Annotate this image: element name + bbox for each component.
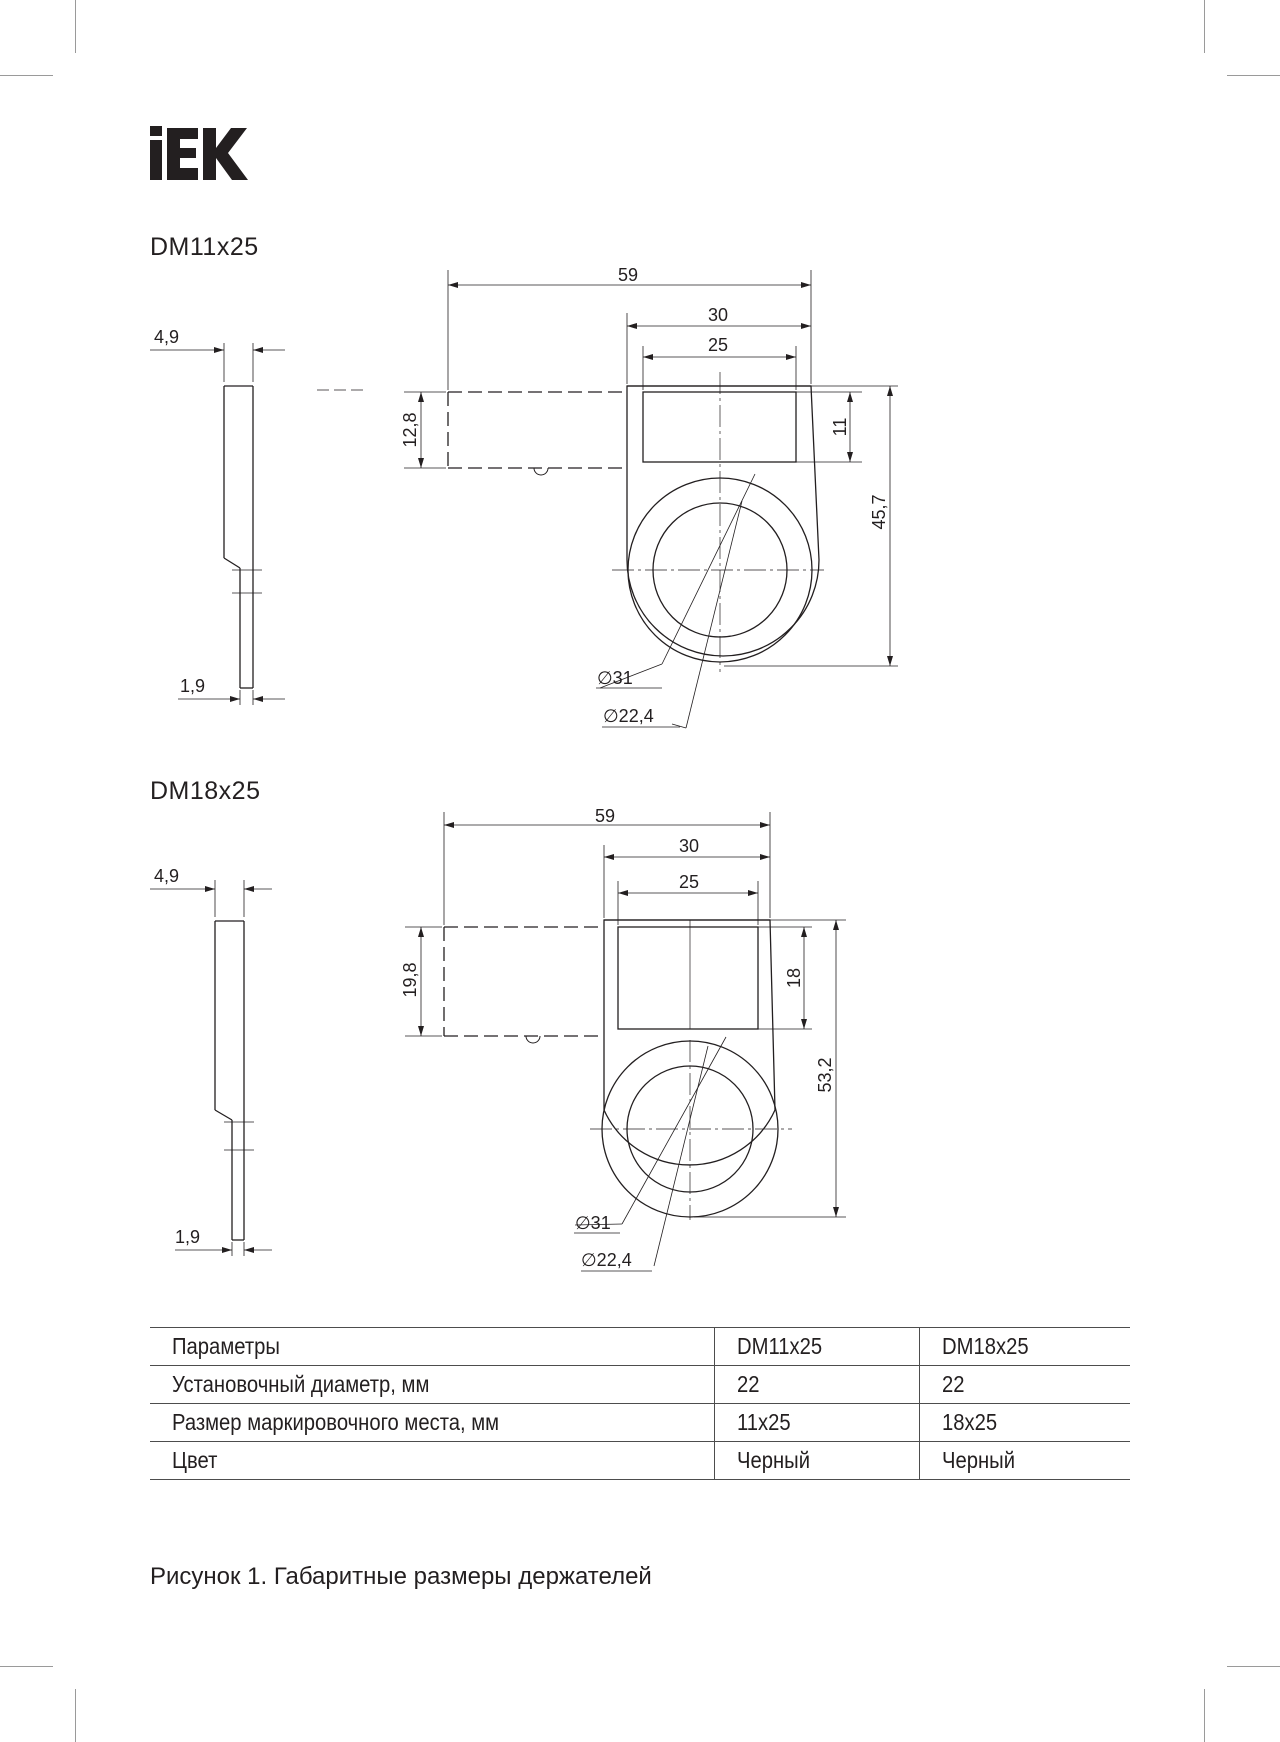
table-header-cell: DM11x25 bbox=[737, 1333, 823, 1359]
table-header-cell: DM18x25 bbox=[942, 1333, 1029, 1359]
crop-mark bbox=[1227, 1666, 1280, 1667]
dim-body-width: 30 bbox=[708, 305, 728, 325]
dim-tab-height: 12,8 bbox=[400, 412, 420, 447]
dim-label-width: 25 bbox=[708, 335, 728, 355]
table-header-cell: Параметры bbox=[172, 1333, 280, 1359]
table-cell: Цвет bbox=[172, 1447, 218, 1473]
crop-mark bbox=[0, 75, 53, 76]
crop-mark bbox=[0, 1666, 53, 1667]
crop-mark bbox=[75, 0, 76, 53]
dim-label-height: 18 bbox=[784, 968, 804, 988]
model-title: DM18x25 bbox=[150, 777, 261, 805]
dim-tab-height: 19,8 bbox=[400, 962, 420, 997]
crop-mark bbox=[1227, 75, 1280, 76]
table-cell: 22 bbox=[942, 1371, 965, 1397]
dim-total-width: 59 bbox=[595, 806, 615, 826]
crop-mark bbox=[75, 1689, 76, 1742]
dim-label-height: 11 bbox=[830, 418, 850, 437]
dim-outer-diameter: ∅31 bbox=[597, 668, 633, 688]
dim-side-tip: 1,9 bbox=[175, 1227, 200, 1247]
drawing-dm11x25: 59 30 25 11 45,7 12,8 ∅31 ∅22,4 4,9 1,9 bbox=[150, 265, 898, 729]
table-cell: 18x25 bbox=[942, 1409, 998, 1435]
model-title: DM11x25 bbox=[150, 233, 259, 261]
table-cell: Черный bbox=[737, 1447, 811, 1473]
table-row: Цвет Черный Черный bbox=[150, 1441, 1130, 1480]
table-cell: Черный bbox=[942, 1447, 1016, 1473]
crop-mark bbox=[1204, 0, 1205, 53]
figure-caption: Рисунок 1. Габаритные размеры держателей bbox=[150, 1563, 652, 1590]
table-cell: 11x25 bbox=[737, 1409, 791, 1435]
table-cell: Размер маркировочного места, мм bbox=[172, 1409, 500, 1435]
parameters-table: Параметры DM11x25 DM18x25 Установочный д… bbox=[150, 1327, 1130, 1480]
table-row: Установочный диаметр, мм 22 22 bbox=[150, 1365, 1130, 1404]
brand-logo bbox=[150, 126, 248, 180]
table-header-row: Параметры DM11x25 DM18x25 bbox=[150, 1327, 1130, 1366]
drawing-dm18x25: 59 30 25 18 53,2 19,8 ∅31 ∅22,4 4,9 1,9 bbox=[150, 806, 846, 1272]
table-row: Размер маркировочного места, мм 11x25 18… bbox=[150, 1403, 1130, 1442]
dim-overall-height: 53,2 bbox=[815, 1057, 835, 1092]
dim-inner-diameter: ∅22,4 bbox=[581, 1250, 632, 1270]
table-cell: Установочный диаметр, мм bbox=[172, 1371, 430, 1397]
dim-side-tip: 1,9 bbox=[180, 676, 205, 696]
dim-side-thickness: 4,9 bbox=[154, 327, 179, 347]
dim-label-width: 25 bbox=[679, 872, 699, 892]
table-cell: 22 bbox=[737, 1371, 760, 1397]
crop-mark bbox=[1204, 1689, 1205, 1742]
dim-overall-height: 45,7 bbox=[869, 494, 889, 529]
dim-body-width: 30 bbox=[679, 836, 699, 856]
dim-side-thickness: 4,9 bbox=[154, 866, 179, 886]
dim-total-width: 59 bbox=[618, 265, 638, 285]
dim-outer-diameter: ∅31 bbox=[575, 1213, 611, 1233]
dim-inner-diameter: ∅22,4 bbox=[603, 706, 654, 726]
